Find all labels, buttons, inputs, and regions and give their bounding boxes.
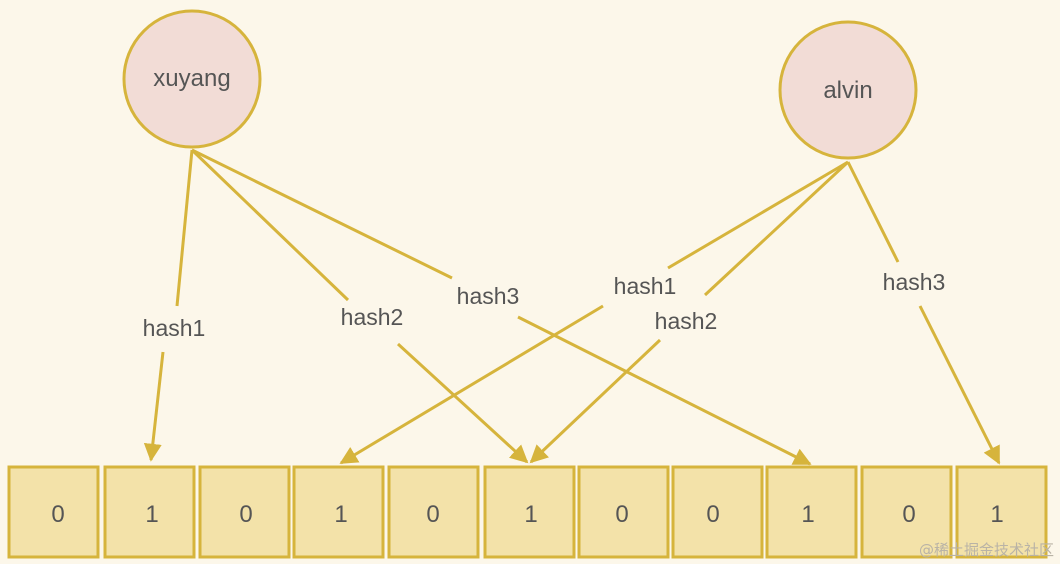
bit-cell-box — [577, 465, 670, 559]
bit-cell-box — [671, 465, 764, 559]
edge-arrow — [517, 315, 812, 466]
bit-value: 1 — [524, 501, 537, 528]
edge-label: hash1 — [143, 315, 206, 341]
bit-cell: 1 — [955, 465, 1048, 559]
bit-value: 0 — [615, 501, 628, 528]
edge-xuyang-hash3: hash3 — [191, 148, 812, 466]
bit-value: 1 — [801, 501, 814, 528]
edge-line — [191, 148, 453, 280]
bit-value: 0 — [426, 501, 439, 528]
edge-line — [175, 149, 194, 307]
hash-edges: hash1 hash2 hash3 hash1 hash2 — [143, 148, 1001, 466]
edge-line — [667, 160, 849, 270]
bit-cell-box — [198, 465, 291, 559]
edge-arrow — [339, 304, 604, 465]
node-label: xuyang — [153, 65, 230, 92]
bit-cell-box — [387, 465, 480, 559]
watermark: @稀土掘金技术社区 — [918, 541, 1054, 559]
bit-cell: 0 — [198, 465, 291, 559]
edge-arrow — [143, 351, 165, 462]
bit-value: 1 — [145, 501, 158, 528]
edge-xuyang-hash2: hash2 — [190, 148, 529, 464]
bit-cell-box — [7, 465, 100, 559]
bit-value: 0 — [706, 501, 719, 528]
edge-alvin-hash2: hash2 — [529, 160, 850, 464]
node-circle — [122, 9, 262, 149]
bit-cell-box — [860, 465, 953, 559]
bit-cell: 1 — [483, 465, 576, 559]
edge-arrow — [396, 342, 529, 464]
bit-cell: 1 — [765, 465, 858, 559]
node-label: alvin — [823, 77, 872, 104]
bit-cell: 0 — [860, 465, 953, 559]
node-alvin: alvin — [778, 20, 918, 160]
edge-label: hash2 — [655, 308, 718, 334]
bit-cell: 0 — [577, 465, 670, 559]
edge-arrow — [918, 305, 1001, 465]
bit-cell: 0 — [7, 465, 100, 559]
edge-alvin-hash1: hash1 — [339, 160, 849, 465]
edge-label: hash3 — [883, 269, 946, 295]
bit-cell-box — [292, 465, 385, 559]
edge-alvin-hash3: hash3 — [846, 161, 1001, 465]
bit-cell: 0 — [671, 465, 764, 559]
bit-cell: 1 — [292, 465, 385, 559]
bit-cell: 0 — [387, 465, 480, 559]
bit-array: 0 1 0 1 0 1 0 0 1 0 1 — [7, 465, 1048, 559]
bit-cell-box — [103, 465, 196, 559]
edge-arrow — [529, 338, 662, 464]
edge-line — [190, 148, 350, 302]
edge-label: hash3 — [457, 283, 520, 309]
bit-value: 0 — [239, 501, 252, 528]
bit-cell-box — [483, 465, 576, 559]
bit-cell-box — [955, 465, 1048, 559]
edge-line — [703, 160, 850, 297]
node-circle — [778, 20, 918, 160]
edge-xuyang-hash1: hash1 — [143, 149, 206, 462]
node-xuyang: xuyang — [122, 9, 262, 149]
bit-cell-box — [765, 465, 858, 559]
bit-value: 0 — [902, 501, 915, 528]
edge-line — [846, 161, 900, 263]
bit-value: 1 — [990, 501, 1003, 528]
edge-label: hash1 — [614, 273, 677, 299]
bit-value: 0 — [51, 501, 64, 528]
bit-cell: 1 — [103, 465, 196, 559]
bit-value: 1 — [334, 501, 347, 528]
edge-label: hash2 — [341, 304, 404, 330]
